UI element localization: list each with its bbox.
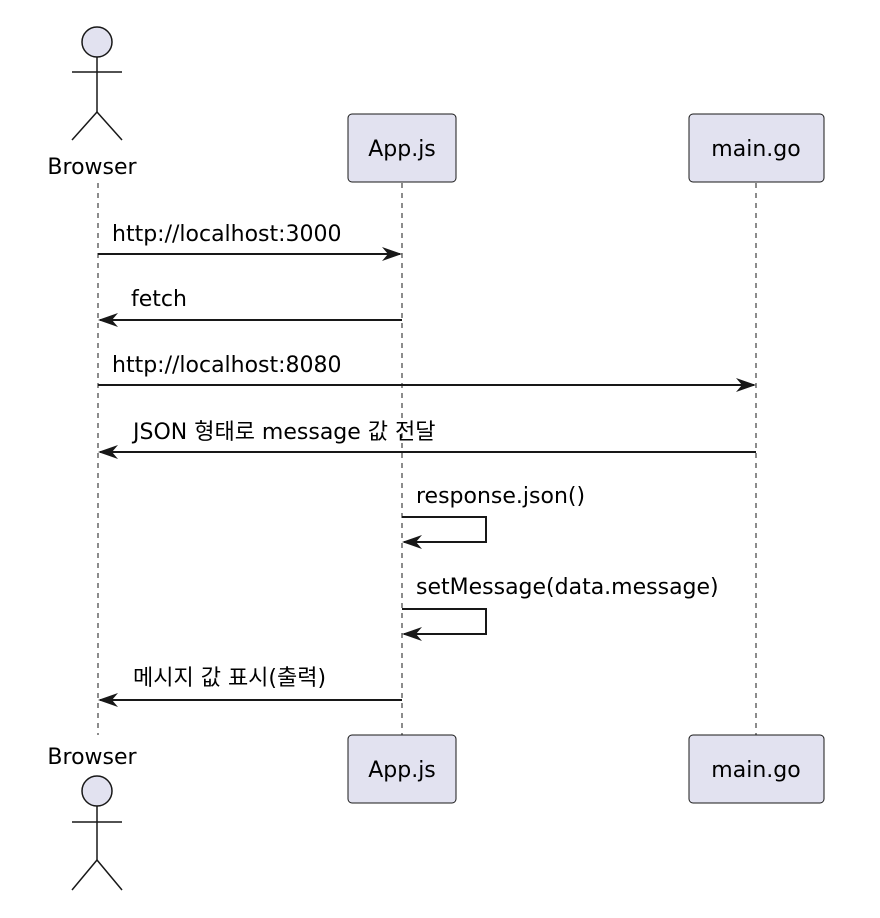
app-label-top: App.js	[368, 137, 436, 162]
main-box-bottom: main.go	[688, 734, 825, 804]
browser-actor-top: Browser	[47, 26, 138, 180]
message-4: JSON 형태로 message 값 전달	[98, 420, 756, 459]
main-label-top: main.go	[711, 137, 800, 162]
message-6-self: setMessage(data.message)	[402, 575, 719, 641]
message-5-label: response.json()	[416, 484, 585, 509]
app-box-bottom: App.js	[347, 734, 457, 804]
message-5-self: response.json()	[402, 484, 585, 549]
main-box-top: main.go	[688, 113, 825, 183]
app-box-top: App.js	[347, 113, 457, 183]
message-2-label: fetch	[131, 287, 187, 312]
message-2: fetch	[98, 287, 402, 327]
message-1-label: http://localhost:3000	[112, 222, 342, 247]
message-3: http://localhost:8080	[98, 353, 756, 392]
app-label-bottom: App.js	[368, 758, 436, 783]
actor-head-icon	[81, 26, 113, 58]
message-1: http://localhost:3000	[98, 222, 402, 261]
message-7-label: 메시지 값 표시(출력)	[133, 666, 326, 691]
message-7: 메시지 값 표시(출력)	[98, 666, 402, 707]
main-label-bottom: main.go	[711, 758, 800, 783]
message-6-label: setMessage(data.message)	[416, 575, 719, 600]
browser-label-top: Browser	[47, 155, 137, 180]
message-4-label: JSON 형태로 message 값 전달	[131, 420, 436, 445]
browser-label-bottom: Browser	[47, 745, 137, 770]
browser-actor-bottom: Browser	[47, 745, 138, 891]
message-3-label: http://localhost:8080	[112, 353, 342, 378]
actor-head-icon	[81, 775, 113, 807]
